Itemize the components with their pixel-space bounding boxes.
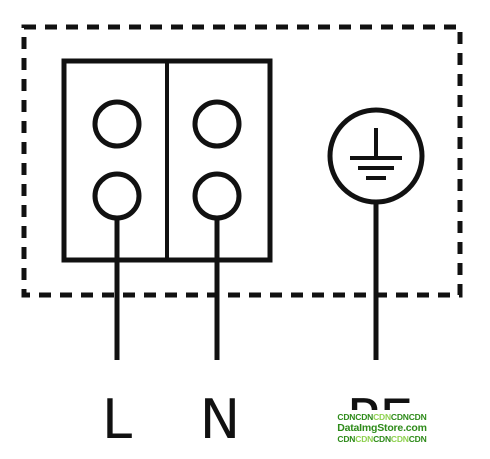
terminal-block — [61, 58, 273, 263]
label-l: L — [102, 388, 132, 451]
wm-bot-2: CDN — [355, 434, 374, 444]
wm-top-1: CDN — [337, 412, 356, 422]
wm-top-2: CDN — [355, 412, 374, 422]
wm-bot-3: CDN — [373, 434, 391, 444]
wm-bot-1: CDN — [337, 434, 356, 444]
wm-bot-4: CDN — [390, 434, 409, 444]
watermark-domain: DataImgStore.com — [337, 422, 427, 434]
enclosure-boundary — [21, 24, 463, 298]
wm-top-5: CDN — [408, 412, 427, 422]
wm-top-4: CDN — [390, 412, 409, 422]
watermark-backdrop — [326, 410, 438, 448]
watermark-top-row: CDNCDNCDNCDNCDN — [326, 412, 438, 423]
terminal-n-upper-screw — [192, 99, 242, 149]
terminal-l-upper-screw — [92, 99, 142, 149]
wm-bot-5: CDN — [408, 434, 427, 444]
label-n: N — [200, 388, 240, 451]
watermark: CDNCDNCDNCDNCDN DataImgStore.com CDNCDNC… — [326, 412, 438, 445]
wm-top-3: CDN — [373, 412, 391, 422]
protective-earth-icon — [327, 107, 425, 205]
watermark-bottom-row: CDNCDNCDNCDNCDN — [326, 434, 438, 445]
